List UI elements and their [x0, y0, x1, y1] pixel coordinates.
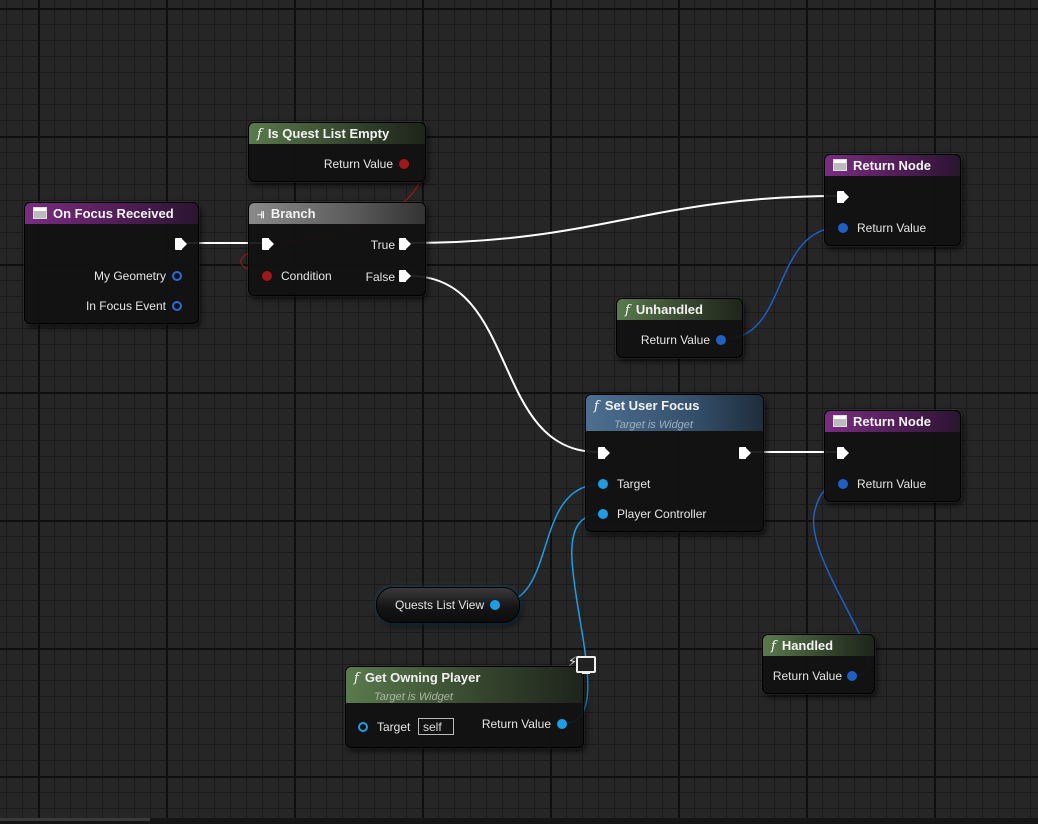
node-title: Return Node: [853, 414, 931, 429]
event-icon: [833, 159, 847, 171]
condition-label: Condition: [281, 269, 332, 283]
target-pin[interactable]: [598, 479, 608, 489]
return-value-pin[interactable]: [557, 719, 567, 729]
target-pin[interactable]: [358, 722, 368, 732]
player-controller-pin[interactable]: [598, 509, 608, 519]
node-subtitle: Target is Widget: [614, 419, 693, 431]
target-label: Target: [617, 477, 651, 491]
event-icon: [33, 207, 47, 219]
return-node-top[interactable]: Return Node Return Value: [824, 154, 961, 246]
variable-label: Quests List View: [395, 598, 485, 612]
node-title: Branch: [270, 206, 316, 221]
function-icon: f: [771, 639, 776, 654]
lightning-icon: ⚡: [568, 654, 578, 669]
return-value-label: Return Value: [772, 669, 842, 683]
in-focus-event-label: In Focus Event: [85, 299, 166, 313]
my-geometry-pin[interactable]: [172, 271, 182, 281]
branch-node[interactable]: ⫣ Branch True Condition False: [248, 202, 426, 296]
node-title: Handled: [781, 638, 834, 653]
target-label: Target: [377, 720, 411, 734]
node-title: Set User Focus: [604, 398, 700, 413]
return-value-pin[interactable]: [716, 335, 726, 345]
variable-output-pin[interactable]: [490, 600, 500, 610]
node-header: Return Node: [825, 411, 960, 432]
bottom-scrollbar[interactable]: [0, 818, 1038, 824]
return-value-label: Return Value: [323, 157, 393, 171]
unhandled-node[interactable]: f Unhandled Return Value: [616, 298, 743, 358]
return-value-pin[interactable]: [399, 159, 409, 169]
node-header: On Focus Received: [25, 203, 198, 224]
node-header: f Is Quest List Empty: [249, 123, 425, 144]
on-focus-received-node[interactable]: On Focus Received My Geometry In Focus E…: [24, 202, 199, 324]
quests-list-view-variable[interactable]: Quests List View: [376, 587, 520, 623]
function-icon: f: [257, 127, 262, 142]
node-title: Is Quest List Empty: [267, 126, 390, 141]
return-value-label: Return Value: [481, 717, 551, 731]
return-value-pin[interactable]: [847, 671, 857, 681]
return-value-label: Return Value: [857, 477, 927, 491]
function-icon: f: [354, 671, 359, 686]
function-icon: f: [594, 399, 599, 414]
return-node-bottom[interactable]: Return Node Return Value: [824, 410, 961, 502]
in-focus-event-pin[interactable]: [172, 301, 182, 311]
return-value-label: Return Value: [857, 221, 927, 235]
event-icon: [833, 415, 847, 427]
node-title: On Focus Received: [53, 206, 174, 221]
wire-exec-false-setfocus: [409, 275, 599, 453]
branch-icon: ⫣: [257, 206, 265, 221]
node-header: f Unhandled: [617, 299, 742, 320]
monitor-icon: [576, 656, 596, 674]
wire-exec-true-return: [409, 195, 841, 244]
return-value-pin[interactable]: [838, 479, 848, 489]
condition-pin[interactable]: [262, 271, 272, 281]
target-self-field[interactable]: self: [418, 718, 454, 735]
return-value-label: Return Value: [640, 333, 710, 347]
node-title: Get Owning Player: [364, 670, 481, 685]
function-icon: f: [625, 303, 630, 318]
node-title: Return Node: [853, 158, 931, 173]
false-label: False: [365, 270, 395, 284]
node-header: f Handled: [763, 635, 874, 656]
true-label: True: [370, 238, 395, 252]
node-title: Unhandled: [635, 302, 703, 317]
node-subtitle: Target is Widget: [374, 691, 453, 703]
my-geometry-label: My Geometry: [93, 269, 166, 283]
player-controller-label: Player Controller: [617, 507, 707, 521]
node-header: ⫣ Branch: [249, 203, 425, 224]
return-value-pin[interactable]: [838, 223, 848, 233]
is-quest-list-empty-node[interactable]: f Is Quest List Empty Return Value: [248, 122, 426, 182]
node-header: Return Node: [825, 155, 960, 176]
handled-node[interactable]: f Handled Return Value: [762, 634, 875, 694]
